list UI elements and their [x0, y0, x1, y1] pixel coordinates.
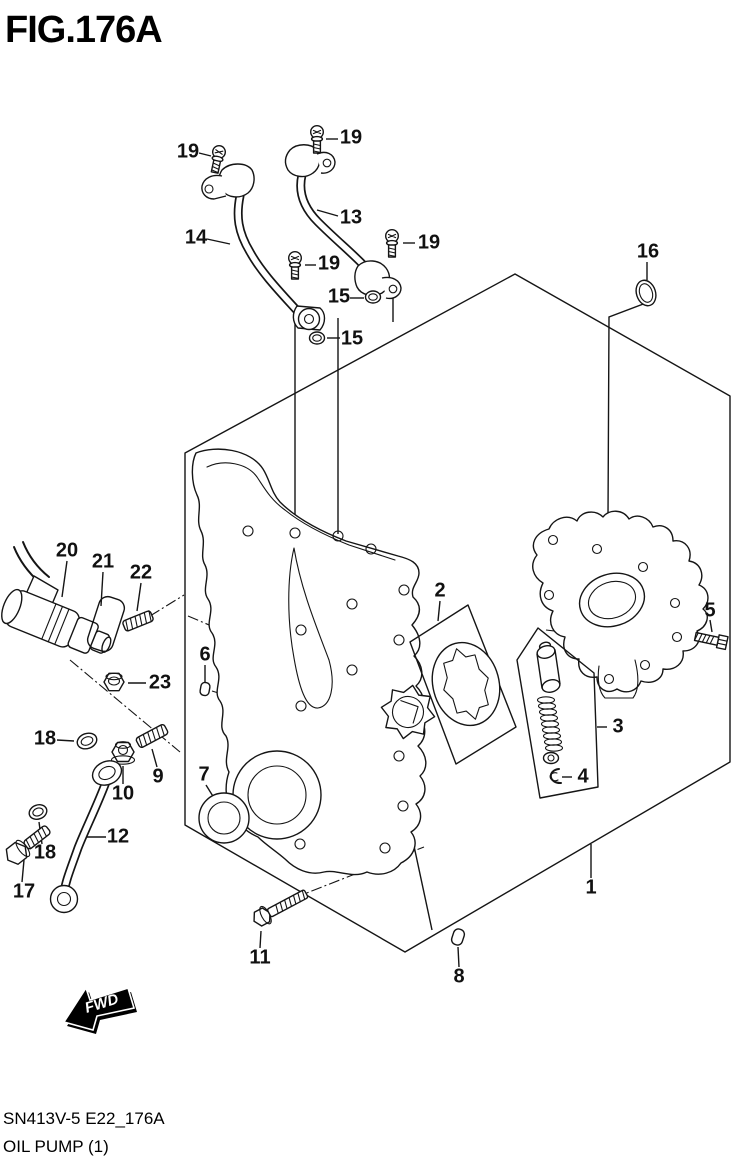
part-label-19: 19: [340, 126, 362, 148]
part-label-12: 12: [107, 825, 129, 847]
fwd-arrow: FWD: [62, 986, 137, 1034]
part-label-13: 13: [340, 206, 362, 228]
part-label-23: 23: [149, 671, 171, 693]
part-label-2: 2: [434, 579, 445, 601]
outer-rotor-2: [431, 641, 501, 727]
part-label-10: 10: [112, 782, 134, 804]
oil-pipe-14: [201, 163, 326, 331]
oil-pipe-12: [49, 760, 123, 914]
part-label-5: 5: [704, 599, 715, 621]
union-bolt-19-c: [288, 250, 302, 280]
stud-bolt-22: [122, 610, 154, 632]
pump-case-plate: [532, 510, 709, 699]
figure-title: FIG.176A: [5, 9, 162, 51]
snap-ring-4: [549, 768, 562, 785]
o-ring-16: [635, 279, 657, 307]
part-label-7: 7: [198, 763, 209, 785]
union-bolt-19-d: [385, 228, 399, 258]
relief-valve-box-3: [516, 627, 599, 799]
part-label-3: 3: [612, 715, 623, 737]
timing-cover: [191, 448, 427, 876]
stud-bolt-9: [135, 723, 169, 749]
part-label-11: 11: [249, 946, 270, 968]
part-label-20: 20: [56, 539, 78, 561]
part-label-15: 15: [328, 285, 350, 307]
nut-10: [110, 741, 136, 765]
part-label-6: 6: [199, 643, 210, 665]
union-bolt-17: [5, 825, 51, 865]
relief-valve-piston: [536, 641, 561, 693]
gasket-15-a: [364, 290, 382, 304]
part-label-18: 18: [34, 727, 56, 749]
part-label-22: 22: [130, 561, 152, 583]
part-label-15: 15: [341, 327, 363, 349]
assembly-group-box-part1: [184, 273, 731, 953]
gasket-18-a: [76, 732, 98, 750]
bracket-21: [86, 595, 126, 653]
part-label-16: 16: [637, 240, 659, 262]
dowel-pin-8: [450, 928, 466, 946]
nut-23: [103, 672, 125, 692]
gasket-18-b: [28, 804, 48, 820]
bolt-5: [693, 631, 729, 651]
inner-rotor-2: [380, 684, 436, 740]
relief-valve-spring: [536, 696, 564, 752]
part-label-19: 19: [418, 231, 440, 253]
part-label-14: 14: [185, 226, 208, 248]
dowel-pin-6: [199, 681, 211, 697]
switch-assembly-20: [1, 541, 112, 654]
part-label-21: 21: [92, 550, 114, 572]
part-label-4: 4: [577, 765, 589, 787]
part-label-17: 17: [13, 880, 35, 902]
oil-pipe-13: [284, 144, 402, 300]
part-label-19: 19: [177, 140, 199, 162]
part-label-8: 8: [453, 965, 464, 987]
gasket-15-b: [308, 331, 326, 345]
part-label-9: 9: [152, 765, 163, 787]
part-callouts: 1234567891011121314151516171818191919192…: [13, 126, 716, 987]
flange-bolt-11: [253, 889, 309, 927]
relief-valve-retainer: [542, 751, 560, 765]
oil-seal-7: [198, 792, 250, 844]
figure-caption: OIL PUMP (1): [3, 1137, 109, 1156]
doc-code: SN413V-5 E22_176A: [3, 1109, 165, 1128]
part-label-18: 18: [34, 841, 56, 863]
part-label-1: 1: [585, 876, 596, 898]
part-label-19: 19: [318, 252, 340, 274]
